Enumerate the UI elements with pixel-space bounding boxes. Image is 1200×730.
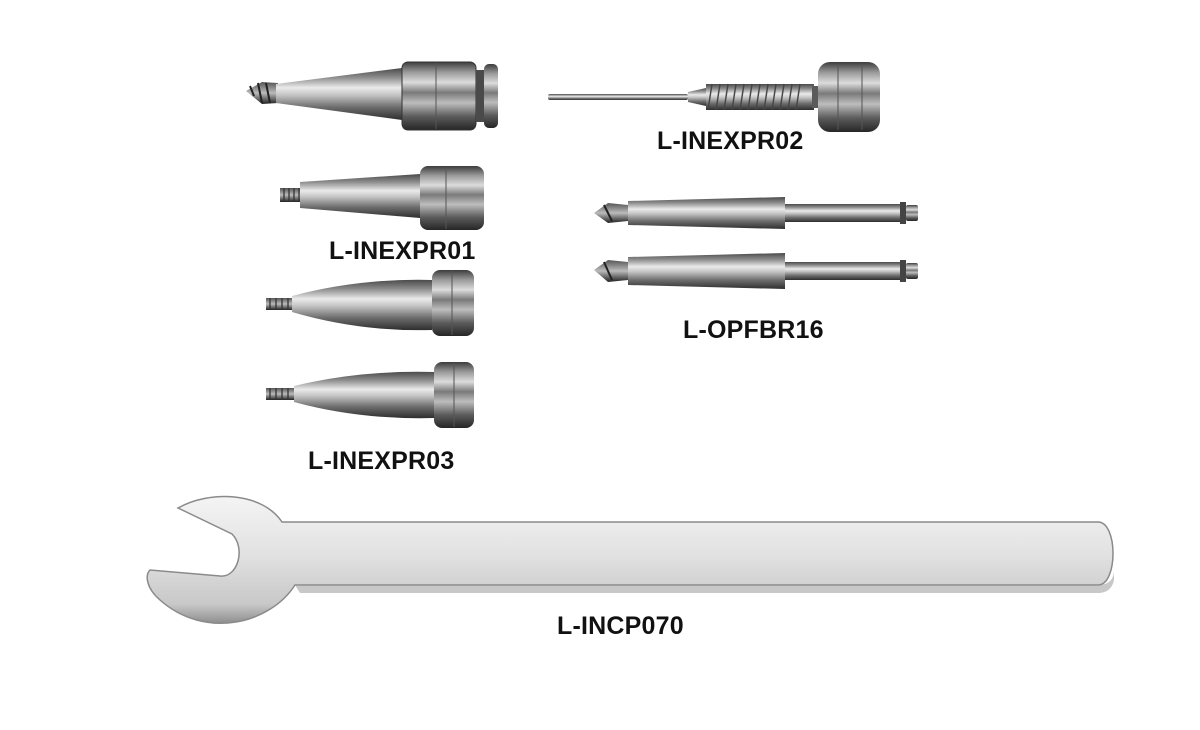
- tool-inexpr03-a: [266, 270, 474, 336]
- label-incp070: L-INCP070: [557, 612, 684, 640]
- tool-top-left: [246, 61, 498, 131]
- label-inexpr02: L-INEXPR02: [657, 127, 804, 155]
- label-inexpr01: L-INEXPR01: [329, 237, 476, 265]
- tool-inexpr03-b: [266, 362, 474, 428]
- tool-inexpr01: [280, 166, 484, 230]
- wrench-incp070: [146, 495, 1114, 624]
- tool-inexpr02: [548, 62, 880, 132]
- tool-opfbr16-b: [594, 253, 918, 289]
- label-inexpr03: L-INEXPR03: [308, 447, 455, 475]
- tool-opfbr16-a: [594, 197, 918, 229]
- label-opfbr16: L-OPFBR16: [683, 316, 824, 344]
